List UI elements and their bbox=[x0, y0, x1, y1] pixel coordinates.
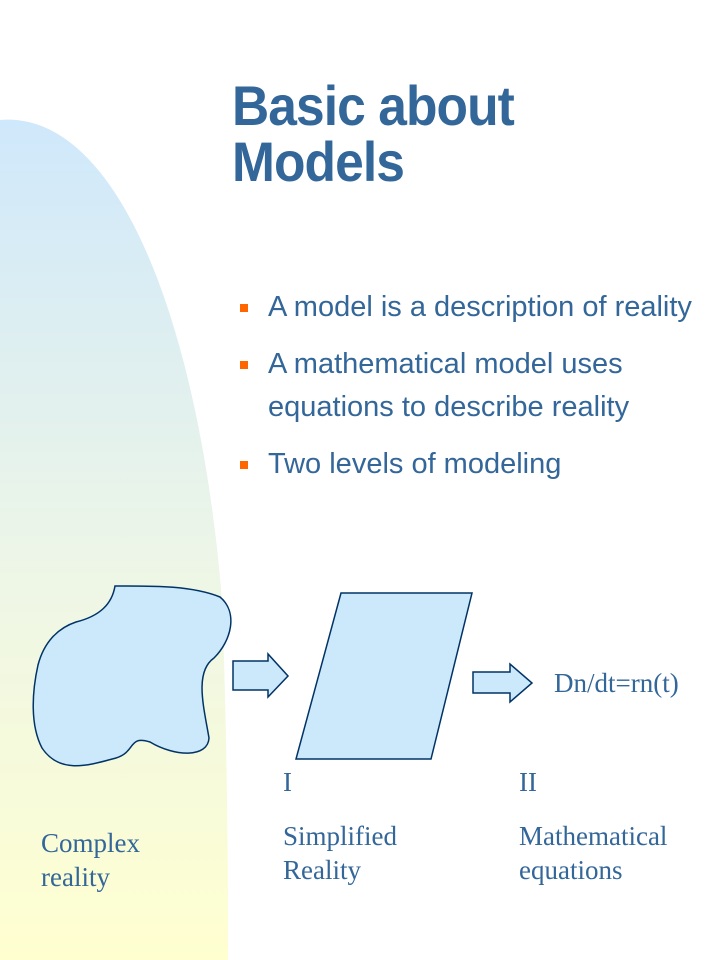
level-2-line-2: equations bbox=[519, 855, 623, 885]
square-bullet-icon bbox=[240, 304, 248, 312]
bullet-item: A mathematical model uses equations to d… bbox=[240, 343, 700, 429]
arrow-to-equations bbox=[472, 662, 534, 704]
bullet-item: A model is a description of reality bbox=[240, 286, 700, 329]
complex-reality-label: Complex reality bbox=[41, 826, 140, 894]
square-bullet-icon bbox=[240, 361, 248, 369]
square-bullet-icon bbox=[240, 461, 248, 469]
bullet-text: Two levels of modeling bbox=[268, 448, 562, 480]
arrow-to-simplified bbox=[232, 652, 290, 699]
bullet-text: A model is a description of reality bbox=[268, 291, 692, 323]
level-2-label: Mathematical equations bbox=[519, 819, 667, 887]
title-line-1: Basic about bbox=[232, 74, 515, 137]
level-1-line-2: Reality bbox=[283, 855, 361, 885]
bullet-list: A model is a description of reality A ma… bbox=[240, 286, 700, 500]
level-2-numeral: II bbox=[519, 767, 537, 797]
simplified-reality-parallelogram bbox=[295, 592, 473, 760]
title-line-2: Models bbox=[232, 130, 405, 193]
bullet-text: A mathematical model uses equations to d… bbox=[268, 348, 630, 423]
complex-reality-blob bbox=[32, 585, 232, 767]
page-title: Basic about Models bbox=[232, 78, 655, 190]
level-1-numeral: I bbox=[283, 767, 292, 797]
level-1-line-1: Simplified bbox=[283, 821, 397, 851]
level-2-line-1: Mathematical bbox=[519, 821, 668, 851]
bullet-item: Two levels of modeling bbox=[240, 443, 700, 486]
level-1-label: Simplified Reality bbox=[283, 819, 397, 887]
complex-line-1: Complex bbox=[41, 828, 140, 858]
equation-label: Dn/dt=rn(t) bbox=[554, 668, 679, 698]
complex-line-2: reality bbox=[41, 862, 110, 892]
